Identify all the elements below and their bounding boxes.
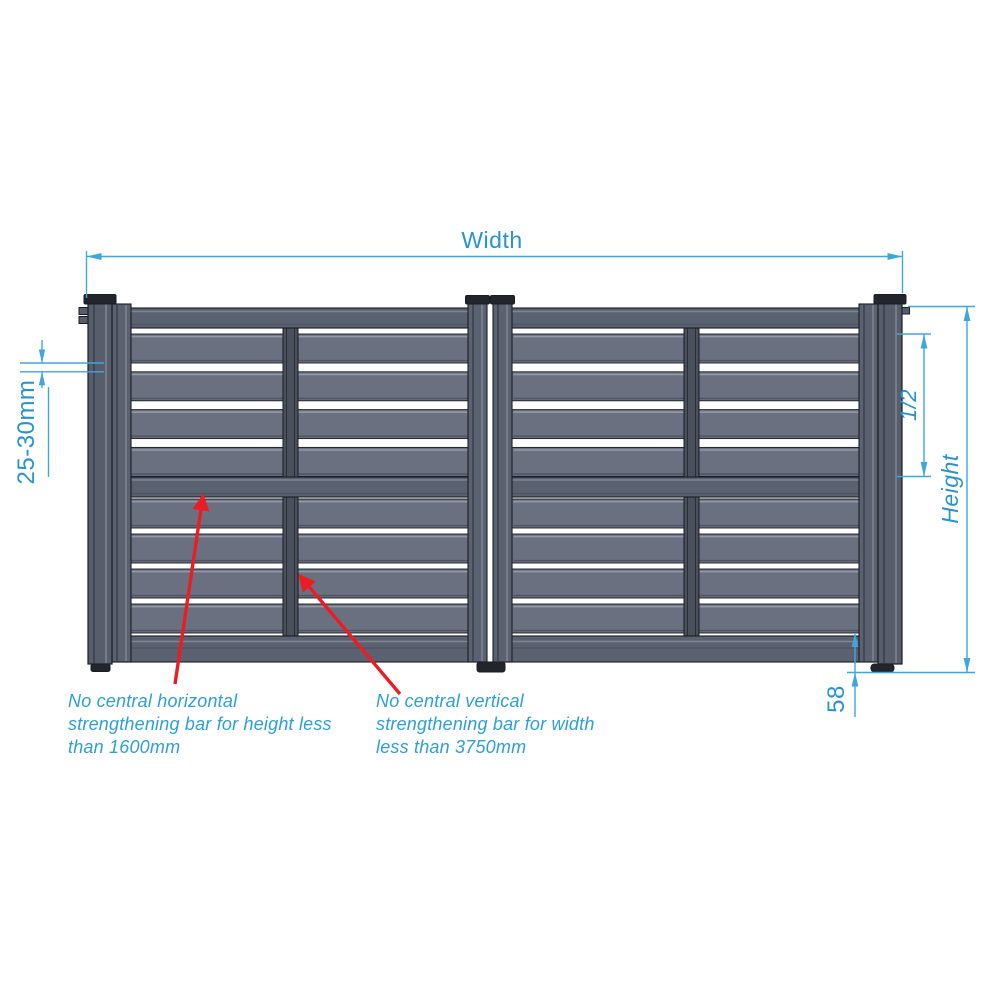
gate-slat xyxy=(129,333,470,364)
gate-assembly xyxy=(78,294,910,673)
bottom-rail-left xyxy=(111,635,487,663)
gate-slat xyxy=(129,370,470,402)
note-line: No central vertical xyxy=(376,691,524,711)
post-cap xyxy=(83,294,117,305)
callout-arrows xyxy=(173,493,402,696)
callout-arrow-vertical-bar xyxy=(298,574,402,696)
slat-gap-label: 25-30mm xyxy=(13,380,40,485)
post-foot xyxy=(90,663,111,672)
bottom-clearance-label: 58 xyxy=(823,685,850,713)
post-foot xyxy=(870,663,895,673)
stile-cap xyxy=(490,295,515,305)
dimension-bottom-clearance: 58 xyxy=(823,633,859,717)
note-line: strengthening bar for width xyxy=(376,714,595,734)
bottom-rail-right xyxy=(493,635,879,663)
stile-cap xyxy=(465,295,490,305)
height-label: Height xyxy=(937,453,963,524)
top-rail-right xyxy=(493,307,879,329)
meeting-stile-right xyxy=(490,295,515,663)
right-post xyxy=(870,294,910,673)
hinge-tab xyxy=(901,307,910,315)
note-line: less than 3750mm xyxy=(376,737,527,757)
gate-slat xyxy=(129,603,470,634)
dimension-height: Height xyxy=(847,305,975,674)
hinge-tab xyxy=(78,316,89,324)
note-line: strengthening bar for height less xyxy=(68,714,332,734)
half-height-label: 1/2 xyxy=(896,389,921,421)
note-horizontal-bar: No central horizontal strengthening bar … xyxy=(68,690,368,759)
hinge-tab xyxy=(78,307,89,315)
note-vertical-bar: No central vertical strengthening bar fo… xyxy=(376,690,676,759)
note-line: No central horizontal xyxy=(68,691,238,711)
note-line: than 1600mm xyxy=(68,737,181,757)
callout-arrow-horizontal-bar xyxy=(173,493,210,685)
dimension-slat-gap: 25-30mm xyxy=(13,340,104,484)
gate-slat xyxy=(129,446,470,478)
hinge-stile-right xyxy=(858,303,879,663)
gate-slat xyxy=(129,568,470,599)
central-horizontal-bar-left xyxy=(111,476,487,498)
dimension-half: 1/2 xyxy=(896,333,931,478)
meeting-stile-left xyxy=(465,295,490,663)
gate-slat xyxy=(129,408,470,440)
width-label: Width xyxy=(461,227,522,253)
post-cap xyxy=(873,294,907,305)
hinge-stile-left xyxy=(111,303,132,663)
central-horizontal-bar-right xyxy=(493,476,879,498)
gate-slat xyxy=(129,533,470,564)
gate-slat xyxy=(129,498,470,529)
left-post xyxy=(78,294,117,672)
dimension-width: Width xyxy=(85,227,904,298)
center-guide-foot xyxy=(476,661,506,673)
top-rail-left xyxy=(111,307,487,329)
